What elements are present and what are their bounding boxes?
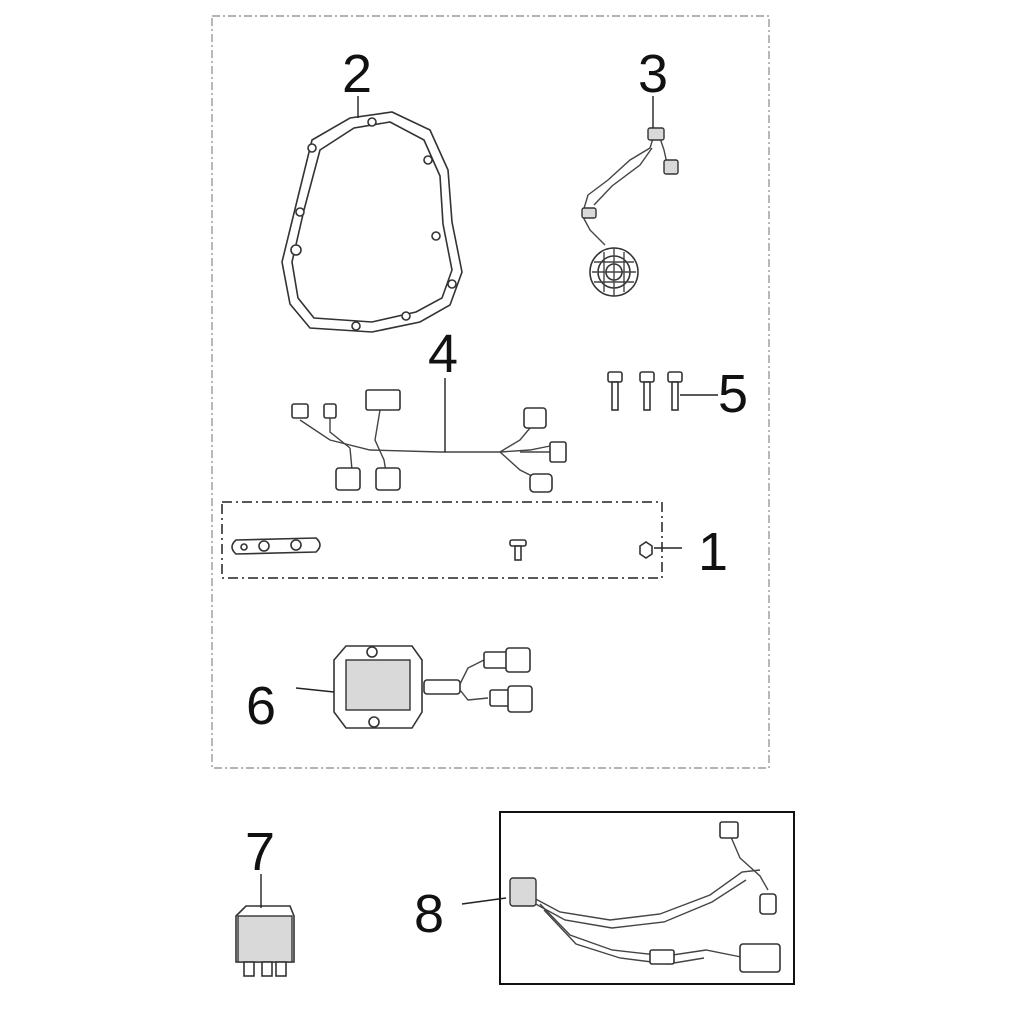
relay-part — [235, 905, 295, 977]
stator-part — [581, 127, 679, 297]
leader-8 — [461, 897, 507, 905]
regulator-part — [333, 645, 533, 729]
gasket-part — [281, 111, 463, 333]
mounting-kit-part — [231, 537, 653, 561]
sub-harness-part — [509, 821, 781, 973]
bolts-part — [607, 371, 683, 411]
callout-8: 8 — [414, 884, 444, 944]
callout-1: 1 — [698, 522, 728, 582]
callout-3: 3 — [638, 44, 668, 104]
callout-6: 6 — [246, 676, 276, 736]
callout-5: 5 — [718, 364, 748, 424]
kit-frame — [211, 15, 770, 769]
kit-1-frame — [221, 501, 663, 579]
leader-6 — [295, 687, 335, 693]
callout-4: 4 — [428, 324, 458, 384]
callout-7: 7 — [245, 822, 275, 882]
harness-part — [291, 389, 567, 493]
callout-2: 2 — [342, 44, 372, 104]
